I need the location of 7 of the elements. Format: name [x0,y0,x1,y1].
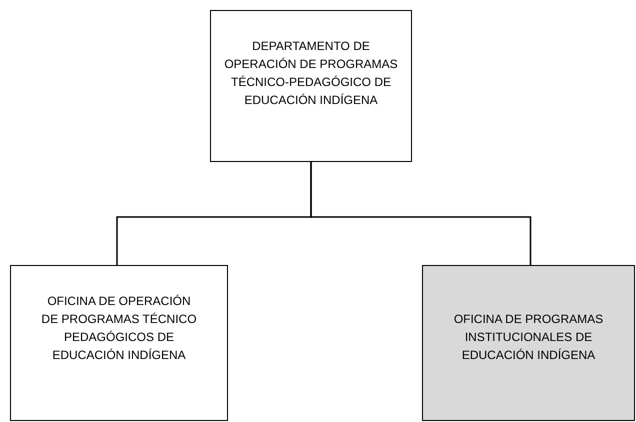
box-title: OFICINA DE OPERACIÓN DE PROGRAMAS TÉCNICO PEDAGÓGICOS DE EDUCACIÓN INDÍGENA [40,293,198,364]
connector-line [310,162,532,265]
org-box [10,265,228,421]
org-box [422,265,635,421]
box-title: OFICINA DE PROGRAMAS INSTITUCIONALES DE EDUCACIÓN INDÍGENA [452,311,604,364]
box-title: DEPARTAMENTO DE OPERACIÓN DE PROGRAMAS TÉCNICO-PEDAGÓGICO DE EDUCACIÓN INDÍGENA [223,38,399,109]
org-box [210,10,412,162]
